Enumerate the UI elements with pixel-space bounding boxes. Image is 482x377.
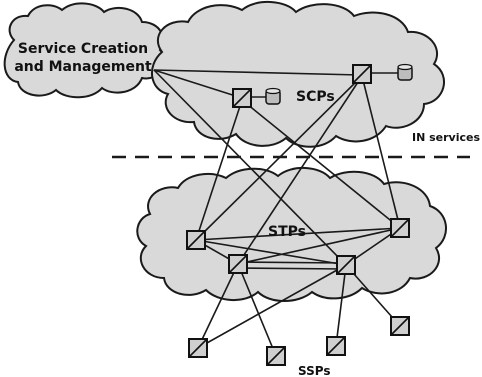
stp-node-bottom-left [228, 254, 248, 274]
link-stpTL-stpBR [195, 239, 347, 266]
link-stpBL-ssp2 [237, 263, 277, 357]
ssp-node [326, 336, 346, 356]
stp-node-bottom-right [336, 255, 356, 275]
scps-label: SCPs [296, 89, 335, 105]
scp-node-left [232, 88, 252, 108]
scp-node-right [352, 64, 372, 84]
database-icon [397, 63, 413, 81]
ssp-node [266, 346, 286, 366]
link-stpBR-ssp4 [345, 264, 401, 327]
stp-node-top-right [390, 218, 410, 238]
stps-label: STPs [268, 224, 306, 240]
service-creation-label-line1: Service Creation [18, 41, 148, 57]
ssps-label: SSPs [298, 364, 330, 377]
link-scpL-stpTL [195, 99, 243, 241]
link-stpBL-stpBR-a [237, 261, 347, 264]
link-stpTL-stpTR [195, 227, 401, 241]
link-stpBL-ssp1 [197, 263, 239, 349]
link-stpBL-stpTR [237, 227, 401, 265]
link-stpBL-stpBR-b [237, 267, 347, 270]
in-services-label: IN services [412, 131, 480, 144]
ssp-node [188, 338, 208, 358]
link-scpL-stpTR [241, 99, 401, 229]
ssp-node [390, 316, 410, 336]
link-stpBR-ssp3 [335, 264, 347, 347]
stp-node-top-left [186, 230, 206, 250]
link-scpR-stpBL [237, 75, 363, 265]
database-icon [265, 87, 281, 105]
link-stpBR-ssp1 [197, 264, 347, 349]
link-scpR-stpTL [195, 75, 363, 241]
link-scpR-stpTR [361, 75, 401, 229]
service-creation-label-line2: and Management [14, 59, 152, 75]
link-mgmt-scp-right [153, 69, 361, 76]
link-mgmt-scp-left [153, 69, 243, 99]
